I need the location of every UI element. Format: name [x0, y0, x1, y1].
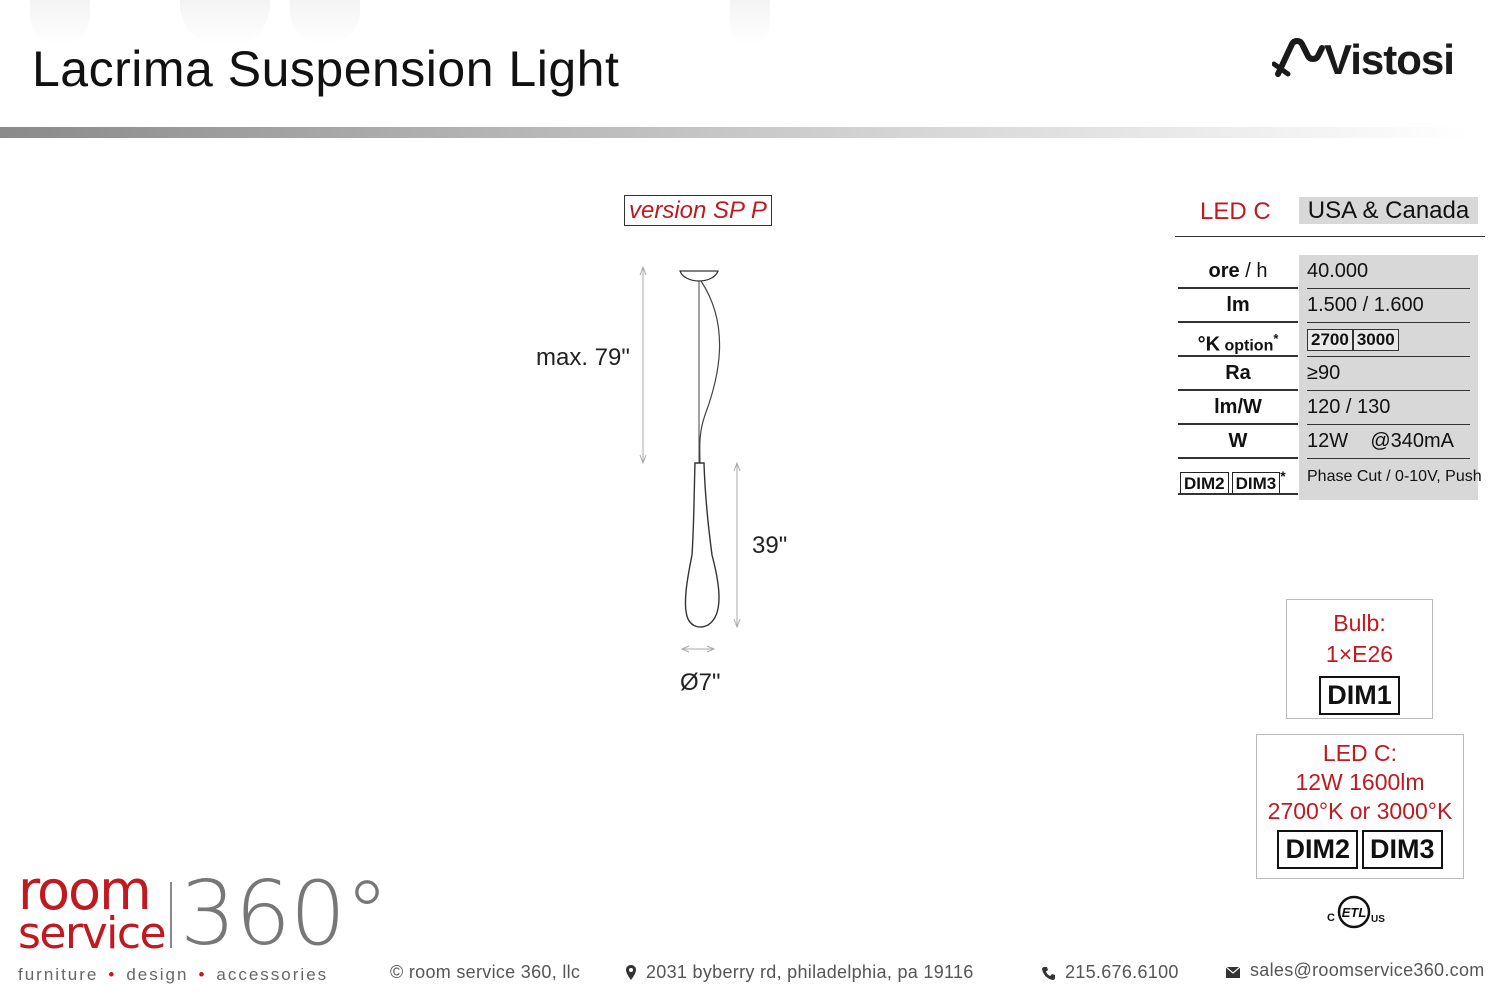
- brand-room: room: [18, 859, 152, 922]
- spec-label: °K option*: [1197, 331, 1279, 356]
- header-ghost-shape: [290, 0, 360, 45]
- spec-divider: [1175, 236, 1485, 237]
- spec-label: lm/W: [1214, 396, 1262, 418]
- spec-row-wattage: W 12W @340mA: [1178, 425, 1470, 459]
- mail-icon: [1225, 966, 1241, 978]
- spec-label: Ra: [1225, 362, 1251, 384]
- dim2-badge-large: DIM2: [1277, 830, 1358, 869]
- phone-icon: [1042, 967, 1055, 980]
- spec-led-label: LED C: [1200, 198, 1271, 225]
- option-box-2700: 2700: [1307, 329, 1353, 351]
- spec-region: USA & Canada: [1299, 197, 1478, 224]
- spec-label: ore / h: [1208, 260, 1268, 282]
- etl-right: US: [1371, 914, 1385, 925]
- technical-drawing: [639, 265, 741, 653]
- spec-value-column: [1299, 255, 1478, 500]
- footer-email[interactable]: sales@roomservice360.com: [1225, 960, 1485, 981]
- etl-left: C: [1327, 912, 1335, 924]
- dim3-badge: DIM3: [1231, 471, 1281, 495]
- spec-row-efficacy: lm/W 120 / 130: [1178, 391, 1470, 425]
- bulb-info-box: Bulb: 1×E26 DIM1: [1286, 599, 1433, 719]
- spec-value: 1.500 / 1.600: [1307, 294, 1424, 316]
- logo-text: Vistosi: [1324, 36, 1454, 82]
- led-color-temp: 2700°K or 3000°K: [1267, 798, 1453, 824]
- header-ghost-shape: [30, 0, 90, 45]
- version-label: version SP P: [624, 195, 772, 226]
- footer-address: 2031 byberry rd, philadelphia, pa 19116: [626, 962, 974, 983]
- vistosi-logo: Vistosi: [1272, 36, 1455, 82]
- brand-tagline: furniture•design•accessories: [18, 965, 329, 984]
- header-divider: [0, 127, 1470, 138]
- led-label: LED C:: [1322, 740, 1398, 766]
- header-ghost-shape: [180, 0, 270, 45]
- spec-value: Phase Cut / 0-10V, Push: [1307, 468, 1482, 485]
- glass-drop-diffuser: [684, 462, 720, 628]
- dimension-diameter-label: Ø7": [680, 669, 721, 696]
- spec-value: 12W @340mA: [1307, 430, 1455, 452]
- etl-certification-icon: ETL C US: [1327, 895, 1385, 929]
- brand-service: service: [18, 908, 167, 959]
- spec-row-lumens: lm 1.500 / 1.600: [1178, 289, 1470, 323]
- header-ghost-shape: [730, 0, 770, 45]
- option-box-3000: 3000: [1352, 329, 1399, 351]
- footer-copyright: © room service 360, llc: [390, 962, 581, 982]
- dim2-badge: DIM2: [1180, 471, 1229, 495]
- dim3-badge-large: DIM3: [1362, 830, 1443, 869]
- canopy: [679, 270, 719, 282]
- spec-label: lm: [1226, 294, 1250, 316]
- brand-divider: [170, 882, 172, 948]
- spec-row-lifetime: ore / h 40.000: [1178, 255, 1470, 289]
- page-title: Lacrima Suspension Light: [32, 41, 620, 97]
- footer-phone[interactable]: 215.676.6100: [1042, 962, 1179, 983]
- dim1-badge: DIM1: [1319, 676, 1400, 715]
- spec-value: ≥90: [1307, 362, 1341, 384]
- spec-value: 120 / 130: [1307, 396, 1391, 418]
- bulb-label: Bulb:: [1333, 610, 1386, 636]
- led-power: 12W 1600lm: [1295, 769, 1425, 795]
- brand-360: 360°: [180, 862, 389, 965]
- dimension-height-label: 39": [752, 532, 788, 559]
- spec-value: 40.000: [1307, 260, 1369, 282]
- bulb-type: 1×E26: [1325, 641, 1394, 667]
- spec-row-cri: Ra ≥90: [1178, 357, 1470, 391]
- etl-mark: ETL: [1342, 905, 1367, 920]
- power-cord: [699, 280, 721, 466]
- location-pin-icon: [626, 965, 636, 980]
- spec-label: W: [1228, 430, 1248, 452]
- dimension-cable-label: max. 79": [536, 344, 630, 371]
